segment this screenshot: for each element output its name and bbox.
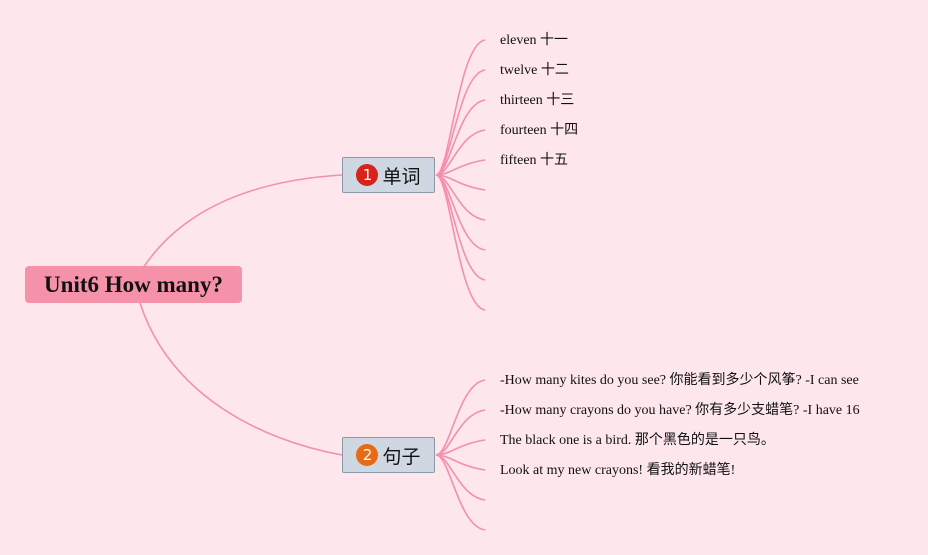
leaf-sentence-4[interactable]: Look at my new crayons! 看我的新蜡笔!	[500, 463, 736, 478]
root-title: Unit6 How many?	[44, 271, 223, 297]
leaf-word-4[interactable]: fourteen 十四	[500, 123, 579, 138]
number-badge-1: 1	[356, 164, 379, 186]
branch-node-sentences[interactable]: 2 句子	[342, 437, 435, 473]
leaf-sentence-2[interactable]: -How many crayons do you have? 你有多少支蜡笔? …	[500, 403, 860, 418]
branch-label-words: 单词	[382, 165, 421, 188]
root-to-branch-1-line	[142, 174, 343, 269]
root-to-branch-2-line	[139, 302, 343, 456]
leaf-sentence-1[interactable]: -How many kites do you see? 你能看到多少个风筝? -…	[500, 373, 859, 388]
branch-1-leaf-line-3	[435, 99, 486, 176]
root-node[interactable]: Unit6 How many?	[25, 266, 242, 303]
branch-2-leaf-line-1	[435, 379, 486, 456]
branch-node-words[interactable]: 1 单词	[342, 157, 435, 193]
number-badge-2: 2	[356, 444, 379, 466]
leaf-word-5[interactable]: fifteen 十五	[500, 153, 569, 168]
branch-label-sentences: 句子	[382, 445, 421, 468]
branch-1-leaf-line-10	[435, 174, 486, 311]
leaf-word-3[interactable]: thirteen 十三	[500, 93, 575, 108]
leaf-word-2[interactable]: twelve 十二	[500, 63, 569, 78]
leaf-word-1[interactable]: eleven 十一	[500, 33, 569, 48]
leaf-sentence-3[interactable]: The black one is a bird. 那个黑色的是一只鸟。	[500, 433, 775, 448]
branch-2-leaf-line-6	[435, 454, 486, 531]
branch-1-leaf-line-2	[435, 69, 486, 176]
